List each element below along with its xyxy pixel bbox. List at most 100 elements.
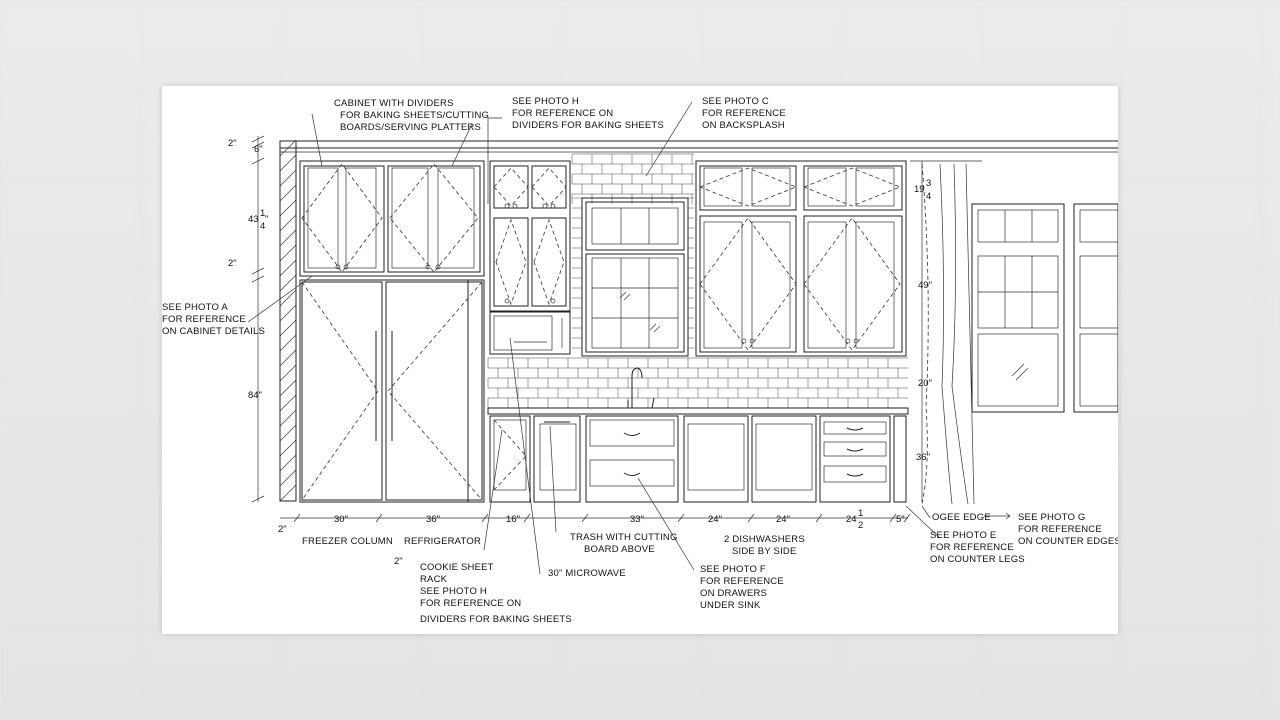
ogee-arrow <box>984 512 1011 520</box>
svg-text:FOR BAKING SHEETS/CUTTING: FOR BAKING SHEETS/CUTTING <box>340 110 489 121</box>
label-cookie-sheet-5: DIVIDERS FOR BAKING SHEETS <box>420 614 572 625</box>
label-microwave: 30" MICROWAVE <box>548 568 626 579</box>
svg-text:FOR REFERENCE: FOR REFERENCE <box>702 108 786 119</box>
svg-text:SIDE BY SIDE: SIDE BY SIDE <box>732 546 797 557</box>
svg-text:ON DRAWERS: ON DRAWERS <box>700 588 767 599</box>
svg-text:BOARD ABOVE: BOARD ABOVE <box>584 544 655 555</box>
svg-text:SEE PHOTO C: SEE PHOTO C <box>702 96 769 107</box>
dim-w-30: 30" <box>334 514 348 525</box>
label-ogee-edge: OGEE EDGE <box>932 512 991 523</box>
label-photo-a-2: FOR REFERENCE <box>162 314 246 325</box>
label-photo-f-4: UNDER SINK <box>700 600 761 611</box>
dim-top-6: 6" <box>254 144 263 155</box>
dim-w-24c-num: 1 <box>858 508 863 519</box>
svg-text:FOR REFERENCE: FOR REFERENCE <box>162 314 246 325</box>
dim-w-24b: 24" <box>776 514 790 525</box>
dim-r-19: 19 <box>914 184 925 195</box>
elevation-drawing-sheet: CABINET WITH DIVIDERS FOR BAKING SHEETS/… <box>162 86 1118 634</box>
svg-text:SEE PHOTO H: SEE PHOTO H <box>512 96 579 107</box>
label-photo-a-3: ON CABINET DETAILS <box>162 326 265 337</box>
dim-w-24c-den: 2 <box>858 520 863 531</box>
dimension-lines <box>251 135 923 523</box>
dim-w-2: 2" <box>278 524 287 535</box>
dim-w-36: 36" <box>426 514 440 525</box>
svg-text:2 DISHWASHERS: 2 DISHWASHERS <box>724 534 805 545</box>
sink-window <box>581 197 689 357</box>
label-photo-h-top-1: SEE PHOTO H <box>512 96 579 107</box>
leader-lines <box>247 101 941 575</box>
faucet <box>627 367 655 409</box>
label-cookie-sheet-2: RACK <box>420 574 448 585</box>
label-dishwashers-1: 2 DISHWASHERS <box>724 534 805 545</box>
svg-text:ON CABINET DETAILS: ON CABINET DETAILS <box>162 326 265 337</box>
svg-text:DIVIDERS FOR BAKING SHEETS: DIVIDERS FOR BAKING SHEETS <box>512 120 664 131</box>
svg-text:COOKIE SHEET: COOKIE SHEET <box>420 562 494 573</box>
svg-text:SEE PHOTO G: SEE PHOTO G <box>1018 512 1086 523</box>
dim-r-20: 20" <box>918 378 932 389</box>
svg-text:BOARDS/SERVING PLATTERS: BOARDS/SERVING PLATTERS <box>340 122 481 133</box>
dim-top-2: 2" <box>228 138 237 149</box>
dim-r-36: 36" <box>916 452 930 463</box>
dim-h-43-unit: " <box>265 214 268 225</box>
dim-w-16: 16" <box>506 514 520 525</box>
label-photo-c-1: SEE PHOTO C <box>702 96 769 107</box>
svg-text:ON COUNTER EDGES: ON COUNTER EDGES <box>1018 536 1118 547</box>
label-photo-h-top-2: FOR REFERENCE ON <box>512 108 613 119</box>
label-photo-e-3: ON COUNTER LEGS <box>930 554 1025 565</box>
backsplash-tiles <box>487 153 908 408</box>
label-photo-g-1: SEE PHOTO G <box>1018 512 1086 523</box>
label-photo-g-3: ON COUNTER EDGES <box>1018 536 1118 547</box>
svg-text:TRASH WITH CUTTING: TRASH WITH CUTTING <box>570 532 678 543</box>
svg-text:DIVIDERS FOR BAKING SHEETS: DIVIDERS FOR BAKING SHEETS <box>420 614 572 625</box>
dim-w-5: 5" <box>896 514 905 525</box>
label-photo-f-3: ON DRAWERS <box>700 588 767 599</box>
dim-r-19-num: 3 <box>926 178 931 189</box>
label-cookie-sheet-1: COOKIE SHEET <box>420 562 494 573</box>
dim-h-43-den: 4 <box>260 221 265 232</box>
fridge-side-panel <box>467 279 485 503</box>
svg-text:SEE PHOTO E: SEE PHOTO E <box>930 530 996 541</box>
dim-w-33: 33" <box>630 514 644 525</box>
svg-text:ON COUNTER LEGS: ON COUNTER LEGS <box>930 554 1025 565</box>
svg-text:SEE PHOTO A: SEE PHOTO A <box>162 302 228 313</box>
label-photo-e-1: SEE PHOTO E <box>930 530 996 541</box>
dim-r-19-den: 4 <box>926 191 931 202</box>
label-cookie-sheet-4: FOR REFERENCE ON <box>420 598 521 609</box>
upper-cabinets-left <box>299 160 485 277</box>
label-photo-f-1: SEE PHOTO F <box>700 564 766 575</box>
svg-text:FOR REFERENCE ON: FOR REFERENCE ON <box>420 598 521 609</box>
label-photo-e-2: FOR REFERENCE <box>930 542 1014 553</box>
label-cabinet-dividers-2: FOR BAKING SHEETS/CUTTING <box>340 110 489 121</box>
right-window <box>971 203 1118 413</box>
label-cabinet-dividers-3: BOARDS/SERVING PLATTERS <box>340 122 481 133</box>
dim-r-49: 49" <box>918 280 932 291</box>
svg-text:RACK: RACK <box>420 574 448 585</box>
label-photo-a-1: SEE PHOTO A <box>162 302 228 313</box>
label-photo-h-top-3: DIVIDERS FOR BAKING SHEETS <box>512 120 664 131</box>
countertop <box>487 407 909 415</box>
dim-h-84: 84" <box>248 390 262 401</box>
dim-h-43: 43 <box>248 214 259 225</box>
svg-text:CABINET WITH DIVIDERS: CABINET WITH DIVIDERS <box>334 98 454 109</box>
freezer-refrigerator-doors <box>299 279 485 503</box>
dim-h-43-num: 1 <box>260 208 265 219</box>
dim-w-2b: 2" <box>394 556 403 567</box>
label-freezer-column: FREEZER COLUMN <box>302 536 393 547</box>
svg-text:FOR REFERENCE: FOR REFERENCE <box>930 542 1014 553</box>
dim-mid-2: 2" <box>228 258 237 269</box>
upper-cabinets-right <box>695 160 907 357</box>
label-cookie-sheet-3: SEE PHOTO H <box>420 586 487 597</box>
dim-w-24a: 24" <box>708 514 722 525</box>
svg-text:FOR REFERENCE ON: FOR REFERENCE ON <box>512 108 613 119</box>
tall-column-cabinets <box>489 160 571 312</box>
svg-text:ON BACKSPLASH: ON BACKSPLASH <box>702 120 785 131</box>
microwave <box>489 311 571 355</box>
svg-text:FOR REFERENCE: FOR REFERENCE <box>1018 524 1102 535</box>
label-photo-f-2: FOR REFERENCE <box>700 576 784 587</box>
svg-text:SEE PHOTO H: SEE PHOTO H <box>420 586 487 597</box>
label-photo-c-2: FOR REFERENCE <box>702 108 786 119</box>
label-trash-2: BOARD ABOVE <box>584 544 655 555</box>
svg-text:UNDER SINK: UNDER SINK <box>700 600 761 611</box>
label-refrigerator: REFRIGERATOR <box>404 536 481 547</box>
kitchen-elevation-drawing: CABINET WITH DIVIDERS FOR BAKING SHEETS/… <box>162 96 1118 625</box>
